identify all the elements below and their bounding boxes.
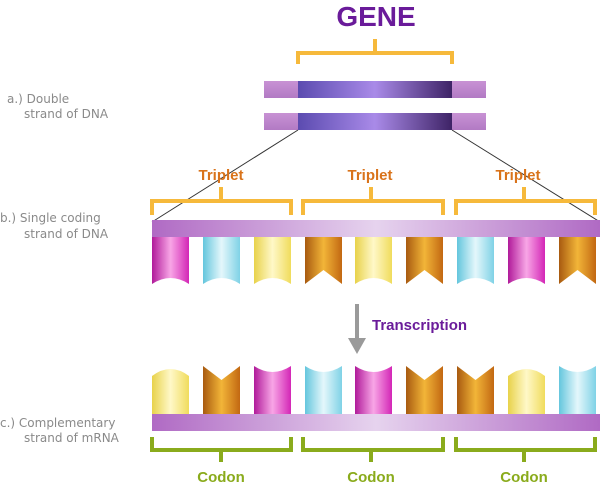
mrna-backbone bbox=[152, 414, 600, 431]
dna-base-magenta bbox=[152, 237, 189, 284]
zoom-line-left bbox=[151, 129, 299, 223]
dna-base-orange bbox=[305, 237, 342, 284]
mrna-base-orange bbox=[406, 366, 443, 414]
label-mrna-line1: c.) Complementary bbox=[0, 416, 115, 430]
dna-base-orange bbox=[559, 237, 596, 284]
dna-base-cyan bbox=[203, 237, 240, 284]
zoom-line-right bbox=[451, 129, 600, 223]
codon-group-1: Codon bbox=[150, 437, 293, 486]
mrna-base-magenta bbox=[254, 366, 291, 414]
codon-label: Codon bbox=[197, 469, 244, 486]
gene-title: GENE bbox=[336, 1, 415, 32]
label-single-strand-line2: strand of DNA bbox=[24, 227, 109, 241]
triplet-bracket bbox=[150, 187, 293, 215]
triplet-group-1: Triplet bbox=[150, 167, 293, 215]
codon-label: Codon bbox=[347, 469, 394, 486]
mrna-base-magenta bbox=[355, 366, 392, 414]
codon-bracket bbox=[301, 437, 445, 462]
triplet-bracket bbox=[454, 187, 597, 215]
triplet-label: Triplet bbox=[347, 167, 392, 184]
double-strand-dna bbox=[264, 81, 486, 130]
dna-base-yellow bbox=[355, 237, 392, 284]
mrna-base-yellow bbox=[508, 369, 545, 414]
mrna-base-yellow bbox=[152, 369, 189, 414]
dna-base-cyan bbox=[457, 237, 494, 284]
transcription-arrow bbox=[348, 304, 366, 354]
gene-bracket bbox=[296, 39, 454, 64]
codon-group-2: Codon bbox=[301, 437, 445, 486]
triplet-label: Triplet bbox=[198, 167, 243, 184]
triplet-group-2: Triplet bbox=[301, 167, 445, 215]
dna-backbone bbox=[152, 220, 600, 237]
triplet-bracket bbox=[301, 187, 445, 215]
label-mrna-line2: strand of mRNA bbox=[24, 431, 120, 445]
label-single-strand-line1: b.) Single coding bbox=[0, 211, 101, 225]
dna-base-yellow bbox=[254, 237, 291, 284]
label-double-strand-line1: a.) Double bbox=[7, 92, 69, 106]
dna-base-orange bbox=[406, 237, 443, 284]
codon-bracket bbox=[454, 437, 597, 462]
triplet-group-3: Triplet bbox=[454, 167, 597, 215]
mrna-base-cyan bbox=[305, 366, 342, 414]
label-double-strand-line2: strand of DNA bbox=[24, 107, 109, 121]
dna-base-magenta bbox=[508, 237, 545, 284]
transcription-label: Transcription bbox=[372, 317, 467, 334]
mrna-base-cyan bbox=[559, 366, 596, 414]
codon-label: Codon bbox=[500, 469, 547, 486]
dna-bases bbox=[152, 237, 596, 284]
mrna-bases bbox=[152, 366, 596, 414]
triplet-label: Triplet bbox=[495, 167, 540, 184]
codon-group-3: Codon bbox=[454, 437, 597, 486]
codon-bracket bbox=[150, 437, 293, 462]
mrna-base-orange bbox=[203, 366, 240, 414]
mrna-base-orange bbox=[457, 366, 494, 414]
